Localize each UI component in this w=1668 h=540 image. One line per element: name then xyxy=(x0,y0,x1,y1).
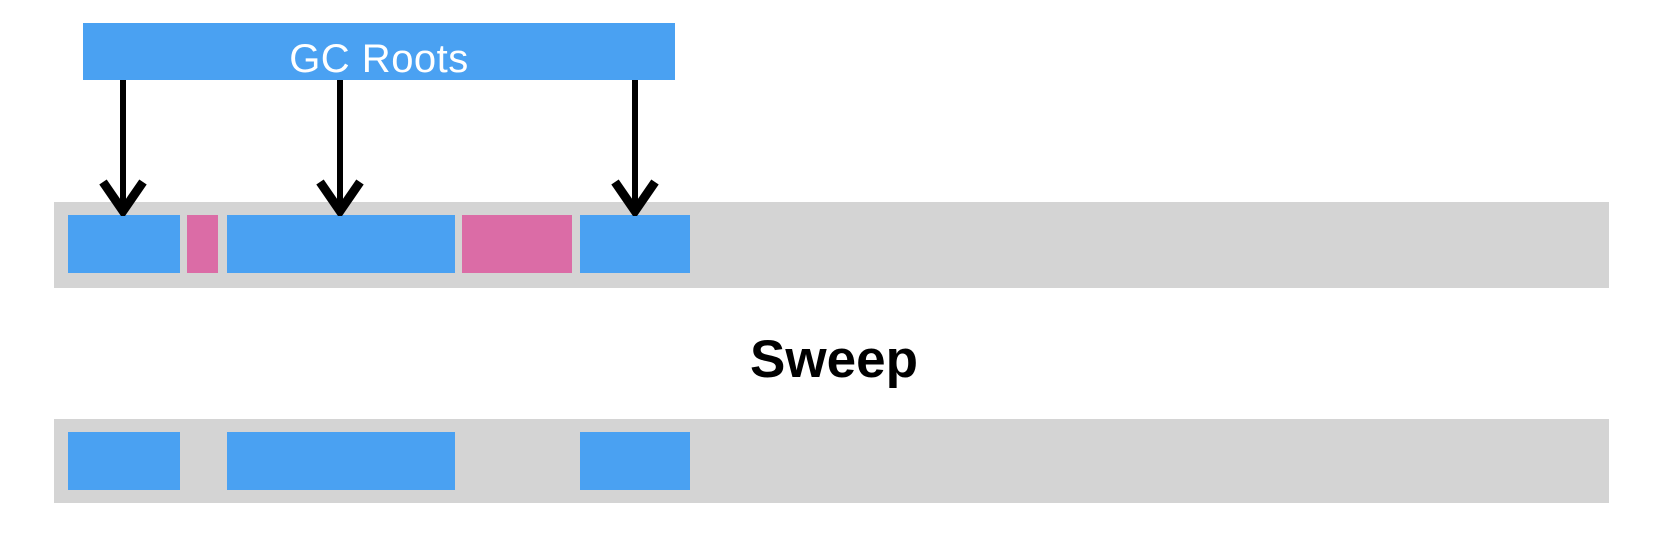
heap-block-garbage xyxy=(462,215,572,273)
heap-block-live xyxy=(68,215,180,273)
heap-block-live xyxy=(580,215,690,273)
heap-bar-before-sweep xyxy=(54,202,1609,288)
gc-roots-label: GC Roots xyxy=(289,37,469,81)
heap-block-garbage xyxy=(187,215,218,273)
root-reference-arrow-icon xyxy=(316,80,364,216)
heap-block-live xyxy=(580,432,690,490)
root-reference-arrow-icon xyxy=(99,80,147,216)
sweep-label: Sweep xyxy=(750,330,918,389)
heap-block-live xyxy=(227,432,455,490)
heap-bar-after-sweep xyxy=(54,419,1609,503)
heap-block-live xyxy=(68,432,180,490)
root-reference-arrow-icon xyxy=(611,80,659,216)
gc-roots-box: GC Roots xyxy=(83,23,675,80)
heap-block-live xyxy=(227,215,455,273)
